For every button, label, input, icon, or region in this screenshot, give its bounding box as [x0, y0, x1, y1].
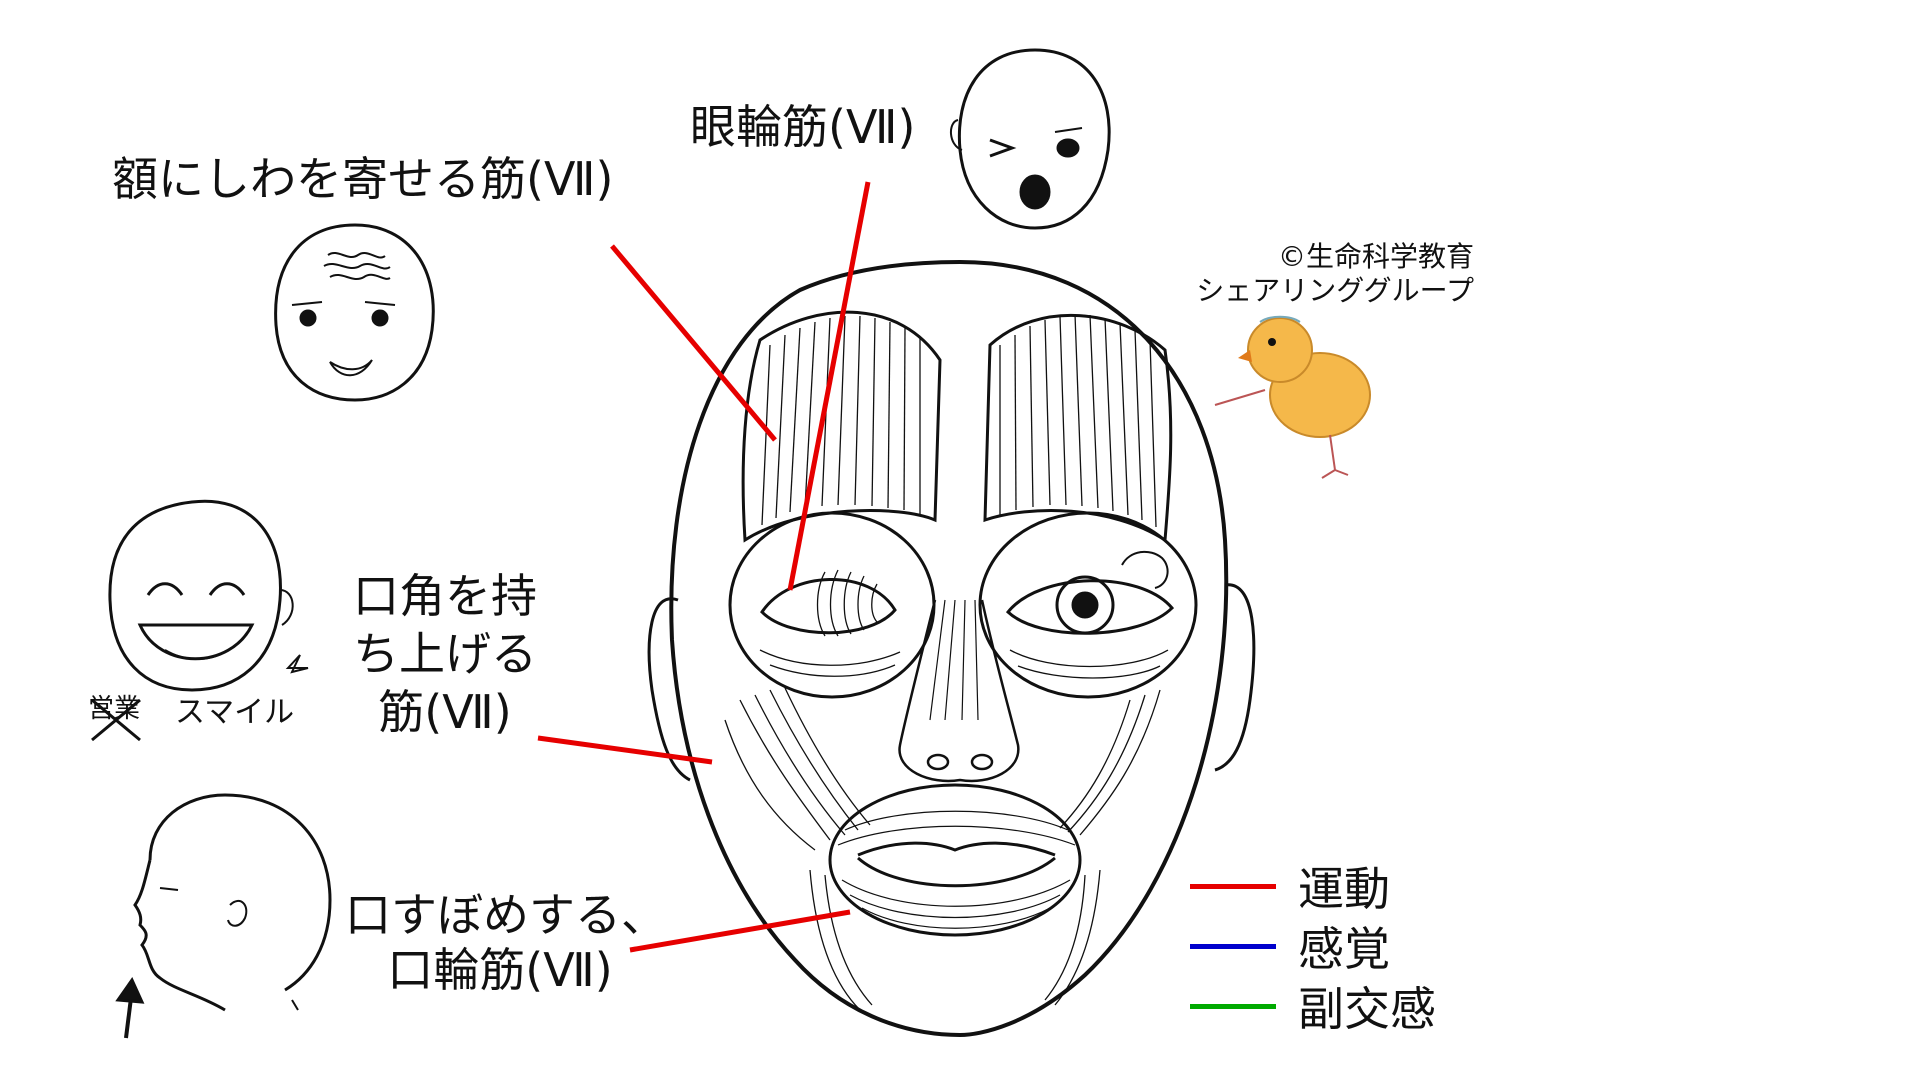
- right-ear: [1214, 583, 1256, 772]
- wink-face-cartoon: [950, 48, 1111, 230]
- main-face: [647, 259, 1256, 1038]
- smile-caption: スマイル: [175, 695, 295, 730]
- zygomaticus-label-line-1: 口角を持: [353, 569, 537, 623]
- right-iris: [1055, 575, 1115, 635]
- legend-label-sensory: 感覚: [1298, 922, 1390, 976]
- right-orbicularis-oculi: [978, 511, 1198, 699]
- legend-swatch-motor: [1190, 883, 1276, 889]
- orbicularis-oris-label: 口すぼめする、 口輪筋(Ⅶ): [345, 888, 667, 998]
- copyright-credit: ©生命科学教育 シェアリンググループ: [1130, 240, 1474, 307]
- legend-swatch-parasympathetic: [1190, 1003, 1276, 1009]
- leader-lines: [537, 181, 871, 953]
- face-outline: [669, 259, 1229, 1038]
- legend-swatch-sensory: [1190, 943, 1276, 949]
- left-orbicularis-oculi: [728, 511, 936, 699]
- legend-item-sensory: 感覚: [1190, 913, 1390, 979]
- crossed-out-caption: 営業: [88, 694, 141, 724]
- mouth-region: [809, 783, 1101, 1011]
- credit-line-1: ©生命科学教育: [1277, 240, 1474, 273]
- orbicularis-oris-leader-line: [629, 909, 851, 953]
- profile-head-cartoon: [115, 793, 332, 1039]
- right-pupil: [1071, 591, 1099, 619]
- orbicularis-oris-label-line-2: 口輪筋(Ⅶ): [387, 943, 613, 998]
- frontalis-label: 額にしわを寄せる筋(Ⅶ): [112, 152, 614, 206]
- legend-item-parasympathetic: 副交感: [1190, 973, 1436, 1039]
- zygomaticus-label-line-2: ち上げる: [353, 626, 537, 681]
- zygomaticus-leader-line: [537, 735, 713, 765]
- orbicularis-oris: [828, 783, 1082, 937]
- orbicularis-oculi-leader-line: [787, 181, 871, 591]
- orbicularis-oculi-label: 眼輪筋(Ⅶ): [690, 100, 916, 154]
- legend-label-motor: 運動: [1298, 862, 1390, 916]
- zygomaticus-label-line-3: 筋(Ⅶ): [378, 684, 512, 739]
- credit-line-2: シェアリンググループ: [1196, 273, 1474, 307]
- legend-item-motor: 運動: [1190, 853, 1390, 919]
- smile-face-cartoon: [91, 499, 309, 742]
- legend-label-parasympathetic: 副交感: [1298, 982, 1436, 1036]
- frontalis-muscle: [741, 310, 1173, 543]
- wrinkle-face-cartoon: [274, 223, 435, 402]
- eye-region: [728, 511, 1198, 699]
- chick-doodle: [1214, 315, 1371, 479]
- orbicularis-oris-label-line-1: 口すぼめする、: [345, 888, 667, 942]
- zygomaticus-label: 口角を持 ち上げる 筋(Ⅶ): [345, 568, 545, 742]
- left-ear: [647, 597, 691, 782]
- frontalis-leader-line: [610, 244, 777, 442]
- nose: [898, 599, 1020, 783]
